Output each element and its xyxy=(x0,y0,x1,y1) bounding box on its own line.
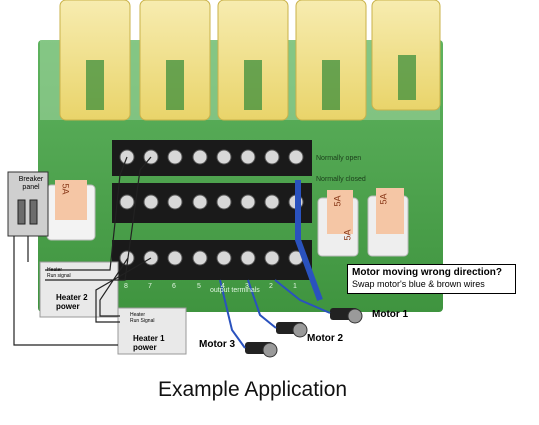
callout-body: Swap motor's blue & brown wires xyxy=(352,279,485,289)
motor-1-label: Motor 1 xyxy=(372,309,409,320)
heater2-power-line1: Heater 2 xyxy=(56,293,88,302)
figure-caption: Example Application xyxy=(157,378,348,401)
breaker-panel-label: Breaker panel xyxy=(12,176,50,192)
heater1-power-line1: Heater 1 xyxy=(133,334,165,343)
fuse-left xyxy=(46,180,96,241)
fuse-label-right-2: 5A xyxy=(378,193,389,205)
heater1-signal-line1: Heater xyxy=(130,312,146,318)
heater1-module xyxy=(117,307,187,355)
breaker-label-line1: Breaker xyxy=(18,176,44,183)
normally-open-label: Normally open xyxy=(316,155,362,162)
heater2-module xyxy=(39,261,119,318)
motor-2-label: Motor 2 xyxy=(307,333,344,344)
heater2-signal-line1: Heater xyxy=(47,267,63,273)
normally-closed-label: Normally closed xyxy=(316,176,366,183)
breaker-label-line2: panel xyxy=(22,184,40,191)
heater2-signal-line2: Run signal xyxy=(47,273,71,279)
terminal-block-middle xyxy=(112,183,312,223)
terminal-number-4: 4 xyxy=(221,283,225,290)
motor-3-label: Motor 3 xyxy=(199,339,236,350)
terminal-number-8: 8 xyxy=(124,283,128,290)
wrong-direction-callout: Motor moving wrong direction? Swap motor… xyxy=(347,264,516,294)
breaker-switch-1 xyxy=(17,199,26,225)
fuse-right-group xyxy=(317,188,409,257)
control-wires xyxy=(13,156,152,346)
heater1-signal-line2: Run Signal xyxy=(130,318,155,324)
motor-1-drawing xyxy=(274,279,363,324)
output-terminals-label: output terminals xyxy=(210,287,260,294)
fuse-label-right-1: 5A xyxy=(332,195,343,207)
motor-3-drawing xyxy=(219,279,278,358)
terminal-block-output xyxy=(112,240,312,280)
terminal-block-top xyxy=(112,140,312,176)
terminal-number-1: 1 xyxy=(293,283,297,290)
heater2-power-line2: power xyxy=(56,302,80,311)
heater2-signal-label: Heater Run signal xyxy=(47,267,71,279)
fuse-label-left: 5A xyxy=(60,183,71,195)
terminal-number-7: 7 xyxy=(148,283,152,290)
breaker-panel xyxy=(7,171,49,237)
motor-2-drawing xyxy=(247,279,308,338)
relay-row xyxy=(59,0,441,121)
fuse-label-right-3: 5A xyxy=(342,229,353,241)
heater1-signal-label: Heater Run Signal xyxy=(130,312,154,324)
heater2-power-label: Heater 2 power xyxy=(56,293,88,311)
terminal-number-6: 6 xyxy=(172,283,176,290)
terminal-number-2: 2 xyxy=(269,283,273,290)
terminal-number-5: 5 xyxy=(197,283,201,290)
terminal-number-3: 3 xyxy=(245,283,249,290)
breaker-switch-2 xyxy=(29,199,38,225)
wire-blue-riser xyxy=(295,180,323,302)
heater1-power-line2: power xyxy=(133,343,157,352)
heater1-power-label: Heater 1 power xyxy=(133,334,165,352)
callout-title: Motor moving wrong direction? xyxy=(352,267,502,278)
